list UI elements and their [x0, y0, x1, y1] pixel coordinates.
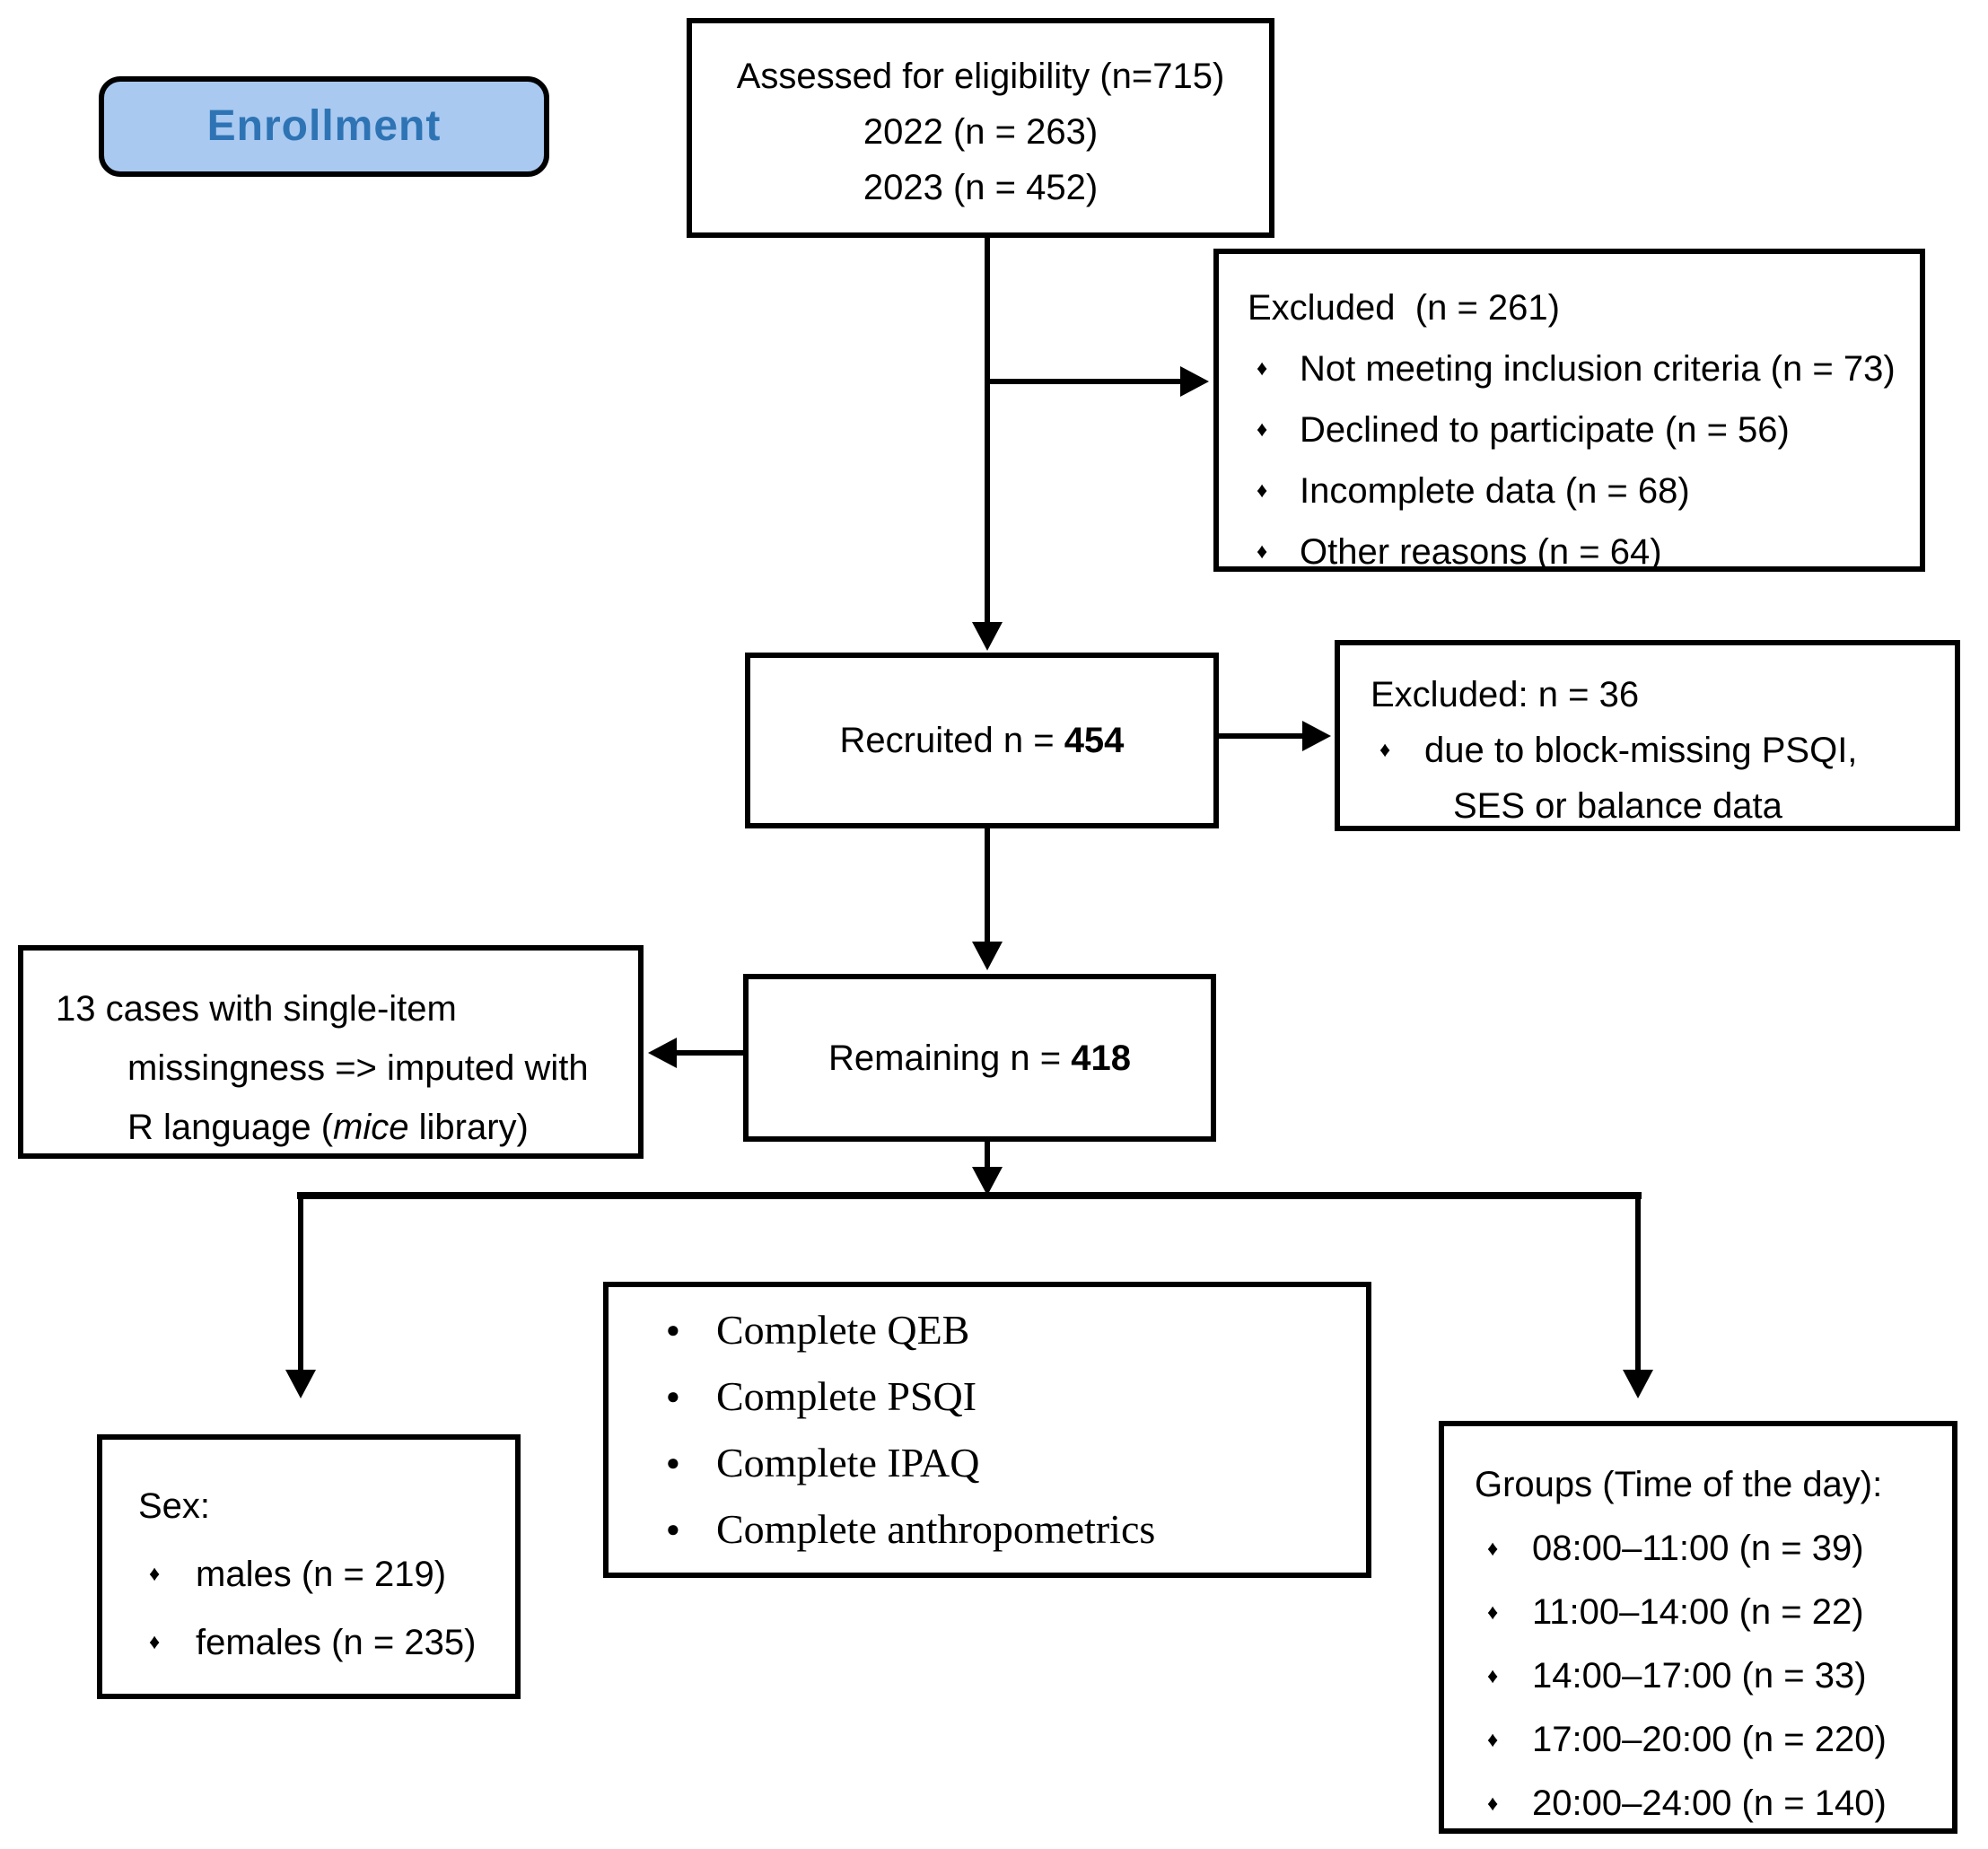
connector-recruited-excluded36-line [1219, 733, 1304, 739]
complete-item-label: Complete QEB [716, 1307, 970, 1353]
connector-branch-excluded-line [987, 379, 1180, 384]
round-bullet-icon: ● [666, 1383, 680, 1409]
recruited-label: Recruited n = 454 [840, 711, 1125, 770]
arrowhead-left-imputed [648, 1038, 677, 1068]
diamond-bullet-icon: ♦ [1487, 1792, 1499, 1816]
diamond-bullet-icon: ♦ [1257, 478, 1268, 503]
assessed-line1: Assessed for eligibility (n=715) [736, 57, 1225, 96]
round-bullet-icon: ● [666, 1317, 680, 1343]
complete-item-label: Complete anthropometrics [716, 1506, 1156, 1552]
diamond-bullet-icon: ♦ [149, 1562, 161, 1586]
groups-item: ♦ 14:00–17:00 (n = 33) [1487, 1644, 1943, 1708]
sex-title: Sex: [138, 1486, 211, 1526]
excluded-psqi-item-line1: due to block-missing PSQI, [1424, 731, 1858, 770]
diamond-bullet-icon: ♦ [1487, 1664, 1499, 1688]
arrowhead-right-excluded36 [1302, 721, 1331, 751]
recruited-box: Recruited n = 454 [745, 653, 1219, 828]
excluded-item-label: Declined to participate (n = 56) [1300, 410, 1790, 450]
groups-item-label: 14:00–17:00 (n = 33) [1532, 1656, 1867, 1696]
imputed-line3-suffix: library) [408, 1108, 529, 1147]
diamond-bullet-icon: ♦ [1379, 738, 1391, 762]
arrowhead-down-remaining [972, 942, 1003, 970]
excluded-psqi-item-line2: SES or balance data [1453, 786, 1782, 826]
connector-split-groups-line [1635, 1199, 1641, 1371]
excluded-title: Excluded (n = 261) [1248, 288, 1560, 328]
excluded-psqi-item: ♦ due to block-missing PSQI, [1379, 723, 1940, 778]
arrowhead-down-split [972, 1167, 1003, 1196]
diamond-bullet-icon: ♦ [1487, 1537, 1499, 1561]
sex-box: Sex: ♦ males (n = 219) ♦ females (n = 23… [97, 1434, 521, 1699]
excluded-item-label: Other reasons (n = 64) [1300, 532, 1662, 572]
imputed-box: 13 cases with single-item missingness =>… [18, 945, 644, 1159]
round-bullet-icon: ● [666, 1516, 680, 1542]
sex-item: ♦ females (n = 235) [149, 1608, 506, 1677]
enrollment-box: Enrollment [99, 76, 549, 177]
excluded-item-label: Incomplete data (n = 68) [1300, 471, 1690, 511]
complete-item: ● Complete anthropometrics [666, 1496, 1366, 1563]
connector-remaining-imputed-line [673, 1050, 743, 1056]
connector-recruited-remaining-line [985, 828, 990, 943]
diamond-bullet-icon: ♦ [1487, 1600, 1499, 1625]
diamond-bullet-icon: ♦ [1257, 539, 1268, 564]
split-line [297, 1192, 1642, 1199]
connector-remaining-split-line [985, 1142, 990, 1170]
enrollment-label: Enrollment [206, 102, 442, 150]
arrowhead-down-recruited [972, 622, 1003, 651]
sex-item-label: females (n = 235) [196, 1623, 477, 1662]
recruited-count: 454 [1064, 721, 1125, 760]
groups-item: ♦ 17:00–20:00 (n = 220) [1487, 1708, 1943, 1772]
round-bullet-icon: ● [666, 1450, 680, 1476]
excluded-psqi-title: Excluded: n = 36 [1371, 675, 1640, 714]
remaining-label: Remaining n = 418 [828, 1029, 1131, 1088]
complete-item: ● Complete IPAQ [666, 1430, 1366, 1496]
groups-item-label: 11:00–14:00 (n = 22) [1532, 1592, 1864, 1632]
diamond-bullet-icon: ♦ [1487, 1728, 1499, 1752]
groups-item-label: 20:00–24:00 (n = 140) [1532, 1783, 1887, 1823]
complete-data-box: ● Complete QEB ● Complete PSQI ● Complet… [603, 1282, 1371, 1578]
sex-item-label: males (n = 219) [196, 1555, 447, 1594]
imputed-line3: R language (mice library) [127, 1098, 624, 1157]
imputed-line2: missingness => imputed with [127, 1048, 589, 1088]
recruited-prefix: Recruited n = [839, 721, 1064, 760]
excluded-item: ♦ Other reasons (n = 64) [1257, 521, 1902, 583]
connector-assessed-recruited-line [985, 238, 990, 624]
groups-item-label: 17:00–20:00 (n = 220) [1532, 1720, 1887, 1759]
diamond-bullet-icon: ♦ [1257, 356, 1268, 381]
remaining-count: 418 [1071, 1038, 1131, 1078]
sex-item: ♦ males (n = 219) [149, 1540, 506, 1608]
connector-split-sex-line [298, 1199, 303, 1371]
groups-title: Groups (Time of the day): [1475, 1465, 1883, 1504]
groups-item: ♦ 08:00–11:00 (n = 39) [1487, 1517, 1943, 1581]
arrowhead-down-groups [1623, 1370, 1653, 1398]
excluded-item: ♦ Not meeting inclusion criteria (n = 73… [1257, 338, 1902, 399]
diamond-bullet-icon: ♦ [149, 1630, 161, 1654]
groups-box: Groups (Time of the day): ♦ 08:00–11:00 … [1439, 1421, 1957, 1834]
imputed-line1: 13 cases with single-item [56, 989, 457, 1029]
complete-item: ● Complete PSQI [666, 1363, 1366, 1430]
arrowhead-right-excluded [1180, 366, 1209, 397]
excluded-item-label: Not meeting inclusion criteria (n = 73) [1300, 349, 1896, 389]
excluded-item: ♦ Incomplete data (n = 68) [1257, 460, 1902, 521]
assessed-box: Assessed for eligibility (n=715) 2022 (n… [687, 18, 1274, 238]
complete-item-label: Complete PSQI [716, 1373, 977, 1419]
complete-item: ● Complete QEB [666, 1297, 1366, 1363]
groups-item: ♦ 11:00–14:00 (n = 22) [1487, 1581, 1943, 1644]
diamond-bullet-icon: ♦ [1257, 417, 1268, 442]
assessed-line3: 2023 (n = 452) [863, 168, 1099, 207]
remaining-box: Remaining n = 418 [743, 974, 1216, 1142]
assessed-line2: 2022 (n = 263) [863, 112, 1099, 152]
groups-item: ♦ 20:00–24:00 (n = 140) [1487, 1772, 1943, 1836]
excluded-item: ♦ Declined to participate (n = 56) [1257, 399, 1902, 460]
groups-item-label: 08:00–11:00 (n = 39) [1532, 1529, 1864, 1568]
excluded-box: Excluded (n = 261) ♦ Not meeting inclusi… [1213, 249, 1925, 572]
imputed-line3-prefix: R language ( [127, 1108, 334, 1147]
imputed-line3-italic: mice [333, 1108, 409, 1147]
complete-item-label: Complete IPAQ [716, 1440, 980, 1485]
excluded-psqi-box: Excluded: n = 36 ♦ due to block-missing … [1335, 640, 1960, 831]
arrowhead-down-sex [285, 1370, 316, 1398]
remaining-prefix: Remaining n = [828, 1038, 1072, 1078]
